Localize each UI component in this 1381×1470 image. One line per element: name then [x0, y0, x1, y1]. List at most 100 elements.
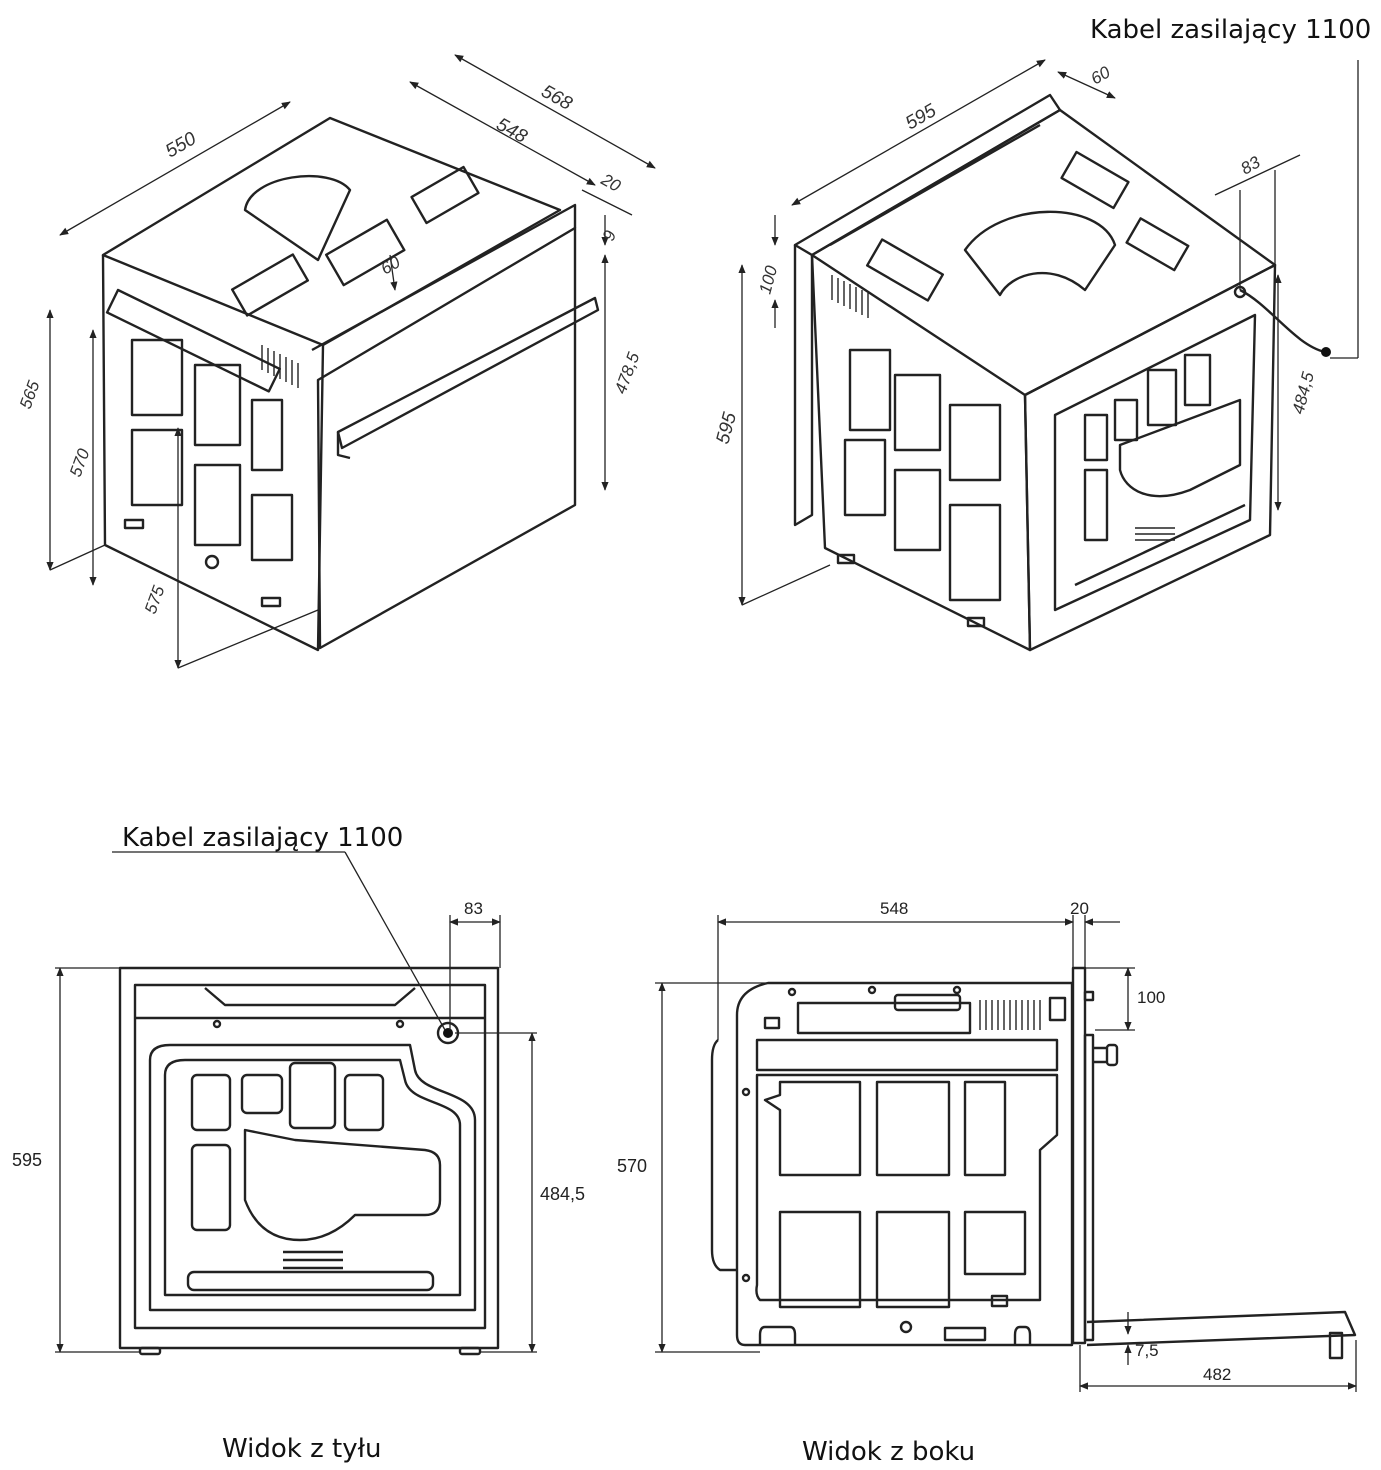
ext-line-575: [177, 609, 319, 669]
side-feet: [758, 1325, 1032, 1345]
iso-back-rear-cut-2: [1113, 398, 1139, 442]
side-top-bracket: [1048, 996, 1067, 1022]
iso-back-cable-label: Kabel zasilający 1100: [1090, 15, 1371, 45]
rear-panel-inner: [163, 1058, 462, 1297]
dim-label-60-top: 60: [378, 252, 404, 278]
iso-back-frame-side: [793, 245, 814, 527]
iso-back-foot-2: [966, 616, 986, 628]
rear-dim-label-484-5: 484,5: [540, 1184, 585, 1204]
iso-back-top-cut-1: [1060, 150, 1130, 210]
side-handle: [1105, 1043, 1119, 1067]
iso-back-rear-cut-5: [1083, 468, 1109, 542]
iso-front-vent-strip: [105, 288, 281, 393]
iso-back-power-cable: [1239, 288, 1326, 354]
dim-line-83-back: [1214, 154, 1301, 196]
iso-front-cut-a: [130, 338, 184, 417]
side-small-tab: [990, 1294, 1009, 1308]
iso-front-vent-grille: [261, 345, 299, 388]
iso-front-handle-end: [336, 432, 351, 460]
iso-front-frame-top: [311, 203, 577, 352]
rear-foot-2: [458, 1346, 482, 1356]
side-cut-c: [963, 1080, 1007, 1177]
rear-cut-2: [240, 1073, 284, 1115]
iso-front-side-face: [101, 254, 325, 652]
iso-front-top-duct: [243, 174, 352, 262]
iso-back-rear-cut-4: [1183, 353, 1212, 407]
dim-label-100-back: 100: [756, 263, 782, 296]
side-view: 548 20 100 570 7,5 482 Widok z boku: [617, 899, 1357, 1467]
side-front-frame: [1071, 966, 1087, 1345]
side-panel-outline: [755, 1073, 1059, 1302]
side-cut-d: [778, 1210, 862, 1309]
rear-cable-outlet: [443, 1028, 453, 1038]
iso-front-screw: [204, 554, 220, 570]
iso-back-top-duct: [963, 210, 1117, 297]
iso-front-cut-d: [130, 428, 184, 507]
rear-grille: [283, 1250, 343, 1270]
rear-screw-1: [212, 1019, 222, 1029]
rear-cable-leader-d: [344, 851, 446, 1031]
rear-dim-label-83: 83: [464, 899, 483, 918]
dim-line-20: [581, 189, 633, 216]
dim-label-568: 568: [538, 81, 576, 115]
side-cut-f: [963, 1210, 1027, 1276]
dim-label-9: 9: [599, 227, 620, 243]
side-dim-label-548: 548: [880, 899, 908, 918]
rear-inner-frame: [133, 983, 487, 1330]
rear-cut-3: [288, 1061, 337, 1130]
iso-back-rear-duct: [1118, 398, 1242, 498]
rear-foot-1: [138, 1346, 162, 1356]
iso-front-view: 550 548 568 20 9 478,5 565 570 575 60: [16, 54, 656, 669]
dim-line-60-back: [1057, 71, 1116, 99]
rear-view: Kabel zasilający 1100 83 595 484,5 Widok…: [12, 823, 585, 1464]
side-handle-arm: [1093, 1046, 1108, 1064]
side-rear-screw-2: [741, 1273, 751, 1283]
side-open-door-handle: [1328, 1331, 1344, 1360]
iso-front-handle: [336, 296, 600, 450]
rear-outer-frame: [118, 966, 500, 1350]
iso-back-top-cut-2: [865, 238, 945, 302]
dim-label-565: 565: [16, 378, 44, 412]
dim-label-60-back: 60: [1088, 62, 1114, 88]
dim-label-570: 570: [66, 446, 94, 480]
iso-back-rear-cut-1: [1083, 413, 1109, 462]
side-dim-label-7-5: 7,5: [1135, 1341, 1159, 1360]
rear-dim-label-595: 595: [12, 1150, 42, 1170]
iso-back-side-cut-e: [893, 468, 942, 552]
rear-view-caption: Widok z tyłu: [222, 1434, 381, 1464]
iso-back-side-cut-b: [893, 373, 942, 452]
rear-cut-1: [190, 1073, 232, 1132]
iso-back-top-face: [810, 108, 1277, 397]
side-view-caption: Widok z boku: [802, 1437, 975, 1467]
side-door: [1083, 1033, 1095, 1342]
side-screw-1: [787, 987, 797, 997]
side-top-tab: [763, 1016, 781, 1030]
iso-back-rear-face: [1023, 263, 1277, 652]
side-vent-grille: [979, 1000, 1041, 1030]
iso-back-side-cut-d: [843, 438, 887, 517]
iso-back-side-cut-f: [948, 503, 1002, 602]
iso-back-foot-1: [836, 553, 856, 565]
dim-label-20: 20: [597, 169, 624, 196]
side-rear-screw-1: [741, 1087, 751, 1097]
rear-cut-5: [190, 1143, 232, 1232]
iso-front-door: [316, 226, 577, 650]
side-upper-rail: [755, 1038, 1059, 1072]
dim-label-595-width: 595: [902, 100, 940, 134]
iso-front-foot-2: [260, 596, 282, 608]
dim-label-478-5: 478,5: [611, 349, 644, 396]
iso-front-cut-f: [250, 493, 294, 562]
iso-front-foot-1: [123, 518, 145, 530]
rear-duct: [243, 1128, 442, 1242]
side-dim-label-100: 100: [1137, 988, 1165, 1007]
ext-line-595-height: [741, 564, 831, 606]
dim-line-60-top: [389, 254, 398, 291]
iso-front-cut-e: [193, 463, 242, 547]
iso-back-rear-grille: [1135, 527, 1175, 541]
ext-line-565: [49, 544, 106, 571]
iso-front-top-cut-3: [324, 218, 406, 287]
side-frame-clip: [1083, 990, 1095, 1002]
iso-front-cut-c: [250, 398, 284, 472]
side-dim-label-482: 482: [1203, 1365, 1231, 1384]
